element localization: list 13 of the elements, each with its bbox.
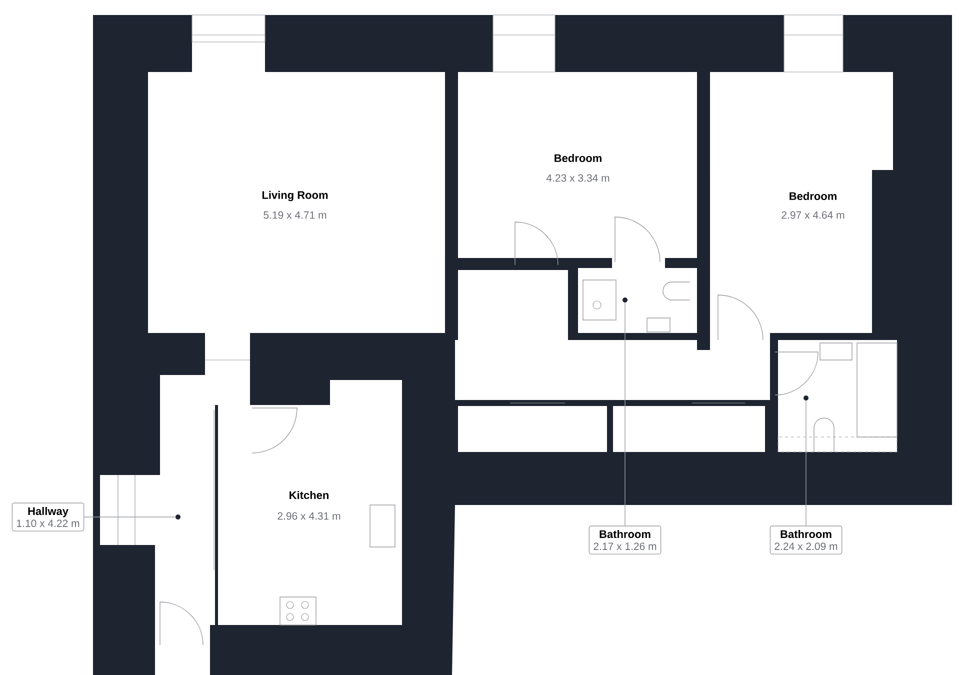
room-name: Bedroom <box>554 154 602 162</box>
callout-box: Bathroom 2.17 x 1.26 m <box>588 526 662 554</box>
leader-line <box>84 516 176 518</box>
room-dimensions: 5.19 x 4.71 m <box>264 211 326 219</box>
room-dimensions: 2.97 x 4.64 m <box>782 211 844 219</box>
callout-box: Bathroom 2.24 x 2.09 m <box>770 526 842 554</box>
callout-box: Hallway 1.10 x 4.22 m <box>12 502 84 532</box>
room-dimensions: 4.23 x 3.34 m <box>546 174 610 182</box>
room-name: Living Room <box>262 190 328 202</box>
room-name: Bedroom <box>790 192 836 200</box>
room-dimensions: 2.96 x 4.31 m <box>278 512 340 520</box>
leader-line <box>624 302 626 526</box>
room-name: Kitchen <box>290 490 328 500</box>
